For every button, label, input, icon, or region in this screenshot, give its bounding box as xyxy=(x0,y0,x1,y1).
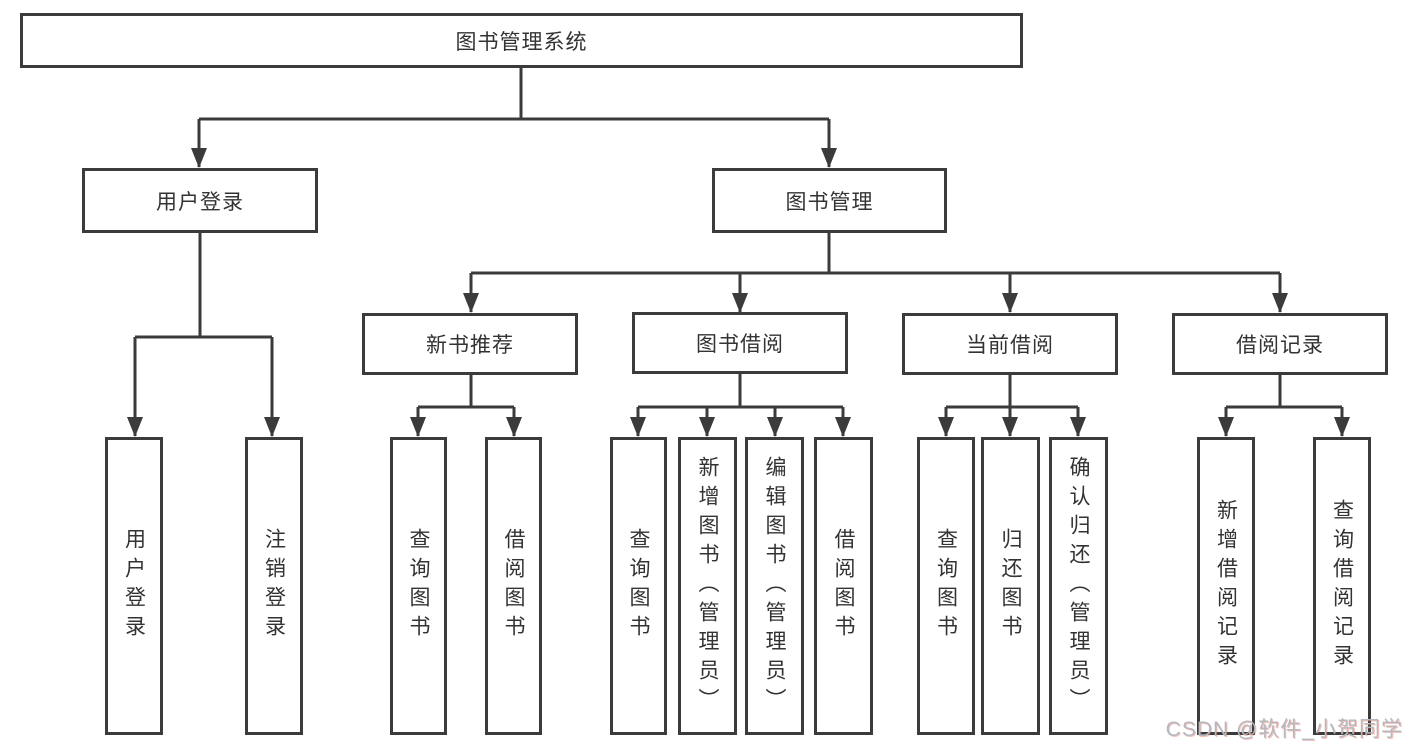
leaf-label: 查询图书 xyxy=(934,528,958,644)
leaf-label: 新增图书（管理员） xyxy=(696,455,719,717)
leaf-label: 查询图书 xyxy=(407,528,430,644)
leaf-add-borrow-record: 新增借阅记录 xyxy=(1197,437,1255,735)
node-label: 新书推荐 xyxy=(426,334,514,357)
leaf-label: 借阅图书 xyxy=(832,528,855,644)
node-label: 用户登录 xyxy=(156,190,244,214)
leaf-label: 用户登录 xyxy=(122,528,146,644)
leaf-confirm-return-admin: 确认归还（管理员） xyxy=(1049,437,1108,735)
leaf-user-login: 用户登录 xyxy=(105,437,163,735)
leaf-label: 新增借阅记录 xyxy=(1214,499,1238,673)
node-borrow-record: 借阅记录 xyxy=(1172,313,1388,375)
leaf-label: 借阅图书 xyxy=(502,528,525,644)
leaf-query-books-recommend: 查询图书 xyxy=(390,437,447,735)
leaf-query-books-borrow: 查询图书 xyxy=(610,437,667,735)
leaf-query-books-current: 查询图书 xyxy=(917,437,975,735)
node-current-borrow: 当前借阅 xyxy=(902,313,1118,375)
leaf-edit-books-admin: 编辑图书（管理员） xyxy=(745,437,804,735)
leaf-borrow-books-recommend: 借阅图书 xyxy=(485,437,542,735)
node-book-management: 图书管理 xyxy=(712,168,947,233)
node-label: 图书借阅 xyxy=(696,333,784,356)
node-book-borrow: 图书借阅 xyxy=(632,312,848,374)
node-label: 图书管理系统 xyxy=(455,30,588,54)
leaf-label: 注销登录 xyxy=(262,528,286,644)
node-label: 借阅记录 xyxy=(1236,334,1324,357)
node-library-management-system: 图书管理系统 xyxy=(20,13,1023,68)
node-label: 当前借阅 xyxy=(966,334,1054,357)
leaf-label: 查询图书 xyxy=(627,528,650,644)
leaf-label: 确认归还（管理员） xyxy=(1067,455,1090,717)
leaf-query-borrow-record: 查询借阅记录 xyxy=(1313,437,1371,735)
leaf-return-books: 归还图书 xyxy=(981,437,1040,735)
leaf-logout: 注销登录 xyxy=(245,437,303,735)
node-user-login: 用户登录 xyxy=(82,168,318,233)
node-new-book-recommend: 新书推荐 xyxy=(362,313,578,375)
leaf-label: 查询借阅记录 xyxy=(1330,499,1354,673)
leaf-label: 归还图书 xyxy=(999,528,1022,644)
leaf-borrow-books: 借阅图书 xyxy=(814,437,873,735)
leaf-label: 编辑图书（管理员） xyxy=(763,455,786,717)
leaf-add-books-admin: 新增图书（管理员） xyxy=(678,437,737,735)
node-label: 图书管理 xyxy=(785,190,874,214)
